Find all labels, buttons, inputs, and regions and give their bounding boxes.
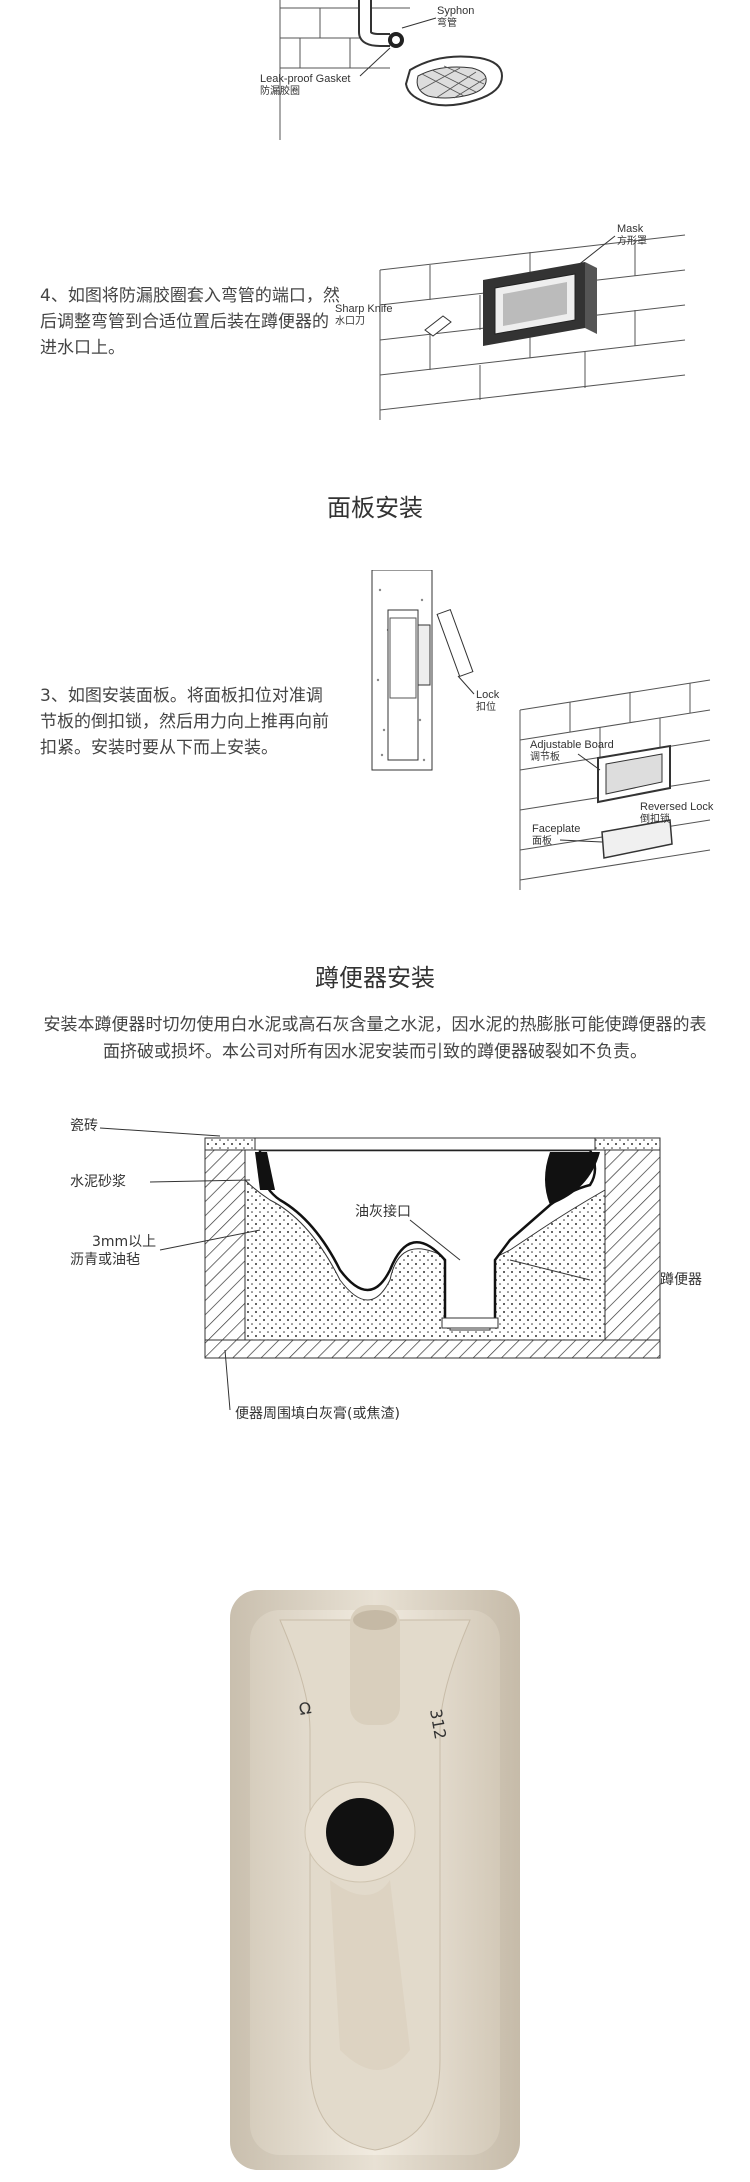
adjustable-board-label-zh: 调节板	[530, 750, 560, 763]
mask-label-en: Mask	[617, 223, 644, 235]
label-tile: 瓷砖	[70, 1118, 98, 1134]
syphon-diagram: Syphon 弯管 Leak-proof Gasket 防漏胶圈	[260, 0, 504, 140]
photo-mark-left: Ω	[297, 1698, 312, 1719]
reversed-lock-label-zh: 倒扣锁	[640, 812, 670, 825]
label-asphalt-2: 沥青或油毡	[70, 1252, 140, 1268]
gasket-label-en: Leak-proof Gasket	[260, 73, 351, 85]
syphon-label-zh: 弯管	[437, 16, 457, 29]
panel-diagram: Lock 扣位 Adjustable Board 调节板 Reversed Lo…	[371, 570, 714, 890]
label-putty-port: 油灰接口	[355, 1203, 411, 1220]
mask-diagram: Mask 方形罩 Sharp Knife 水口刀	[335, 223, 686, 420]
toilet-install-diagram: 瓷砖 水泥砂浆 3mm以上 沥青或油毡 油灰接口 蹲便器 便器周围填白灰膏(或焦…	[70, 1118, 702, 1422]
faceplate-label-en: Faceplate	[532, 823, 580, 835]
squat-toilet-photo: Ω 312	[230, 1590, 520, 2170]
step3-instruction: 3、如图安装面板。将面板扣位对准调节板的倒扣锁，然后用力向上推再向前扣紧。安装时…	[40, 686, 329, 758]
label-asphalt-1: 3mm以上	[92, 1234, 156, 1250]
label-squat-pan: 蹲便器	[660, 1272, 702, 1288]
mask-label-zh: 方形罩	[617, 234, 647, 247]
panel-section-title: 面板安装	[327, 494, 423, 522]
syphon-label-en: Syphon	[437, 5, 474, 17]
faceplate-label-zh: 面板	[532, 834, 552, 847]
label-mortar: 水泥砂浆	[70, 1174, 126, 1190]
lock-label-zh: 扣位	[476, 700, 496, 713]
toilet-warning-paragraph: 安装本蹲便器时切勿使用白水泥或高石灰含量之水泥，因水泥的热膨胀可能使蹲便器的表面…	[43, 1015, 707, 1062]
lock-label-en: Lock	[476, 689, 500, 701]
knife-label-zh: 水口刀	[335, 315, 365, 327]
toilet-section-title: 蹲便器安装	[315, 964, 435, 992]
label-fill-material: 便器周围填白灰膏(或焦渣)	[235, 1405, 400, 1422]
reversed-lock-label-en: Reversed Lock	[640, 801, 714, 813]
gasket-label-zh: 防漏胶圈	[260, 84, 300, 97]
step4-instruction: 4、如图将防漏胶圈套入弯管的端口，然后调整弯管到合适位置后装在蹲便器的进水口上。	[40, 286, 340, 358]
knife-label-en: Sharp Knife	[335, 303, 392, 315]
adjustable-board-label-en: Adjustable Board	[530, 739, 614, 751]
